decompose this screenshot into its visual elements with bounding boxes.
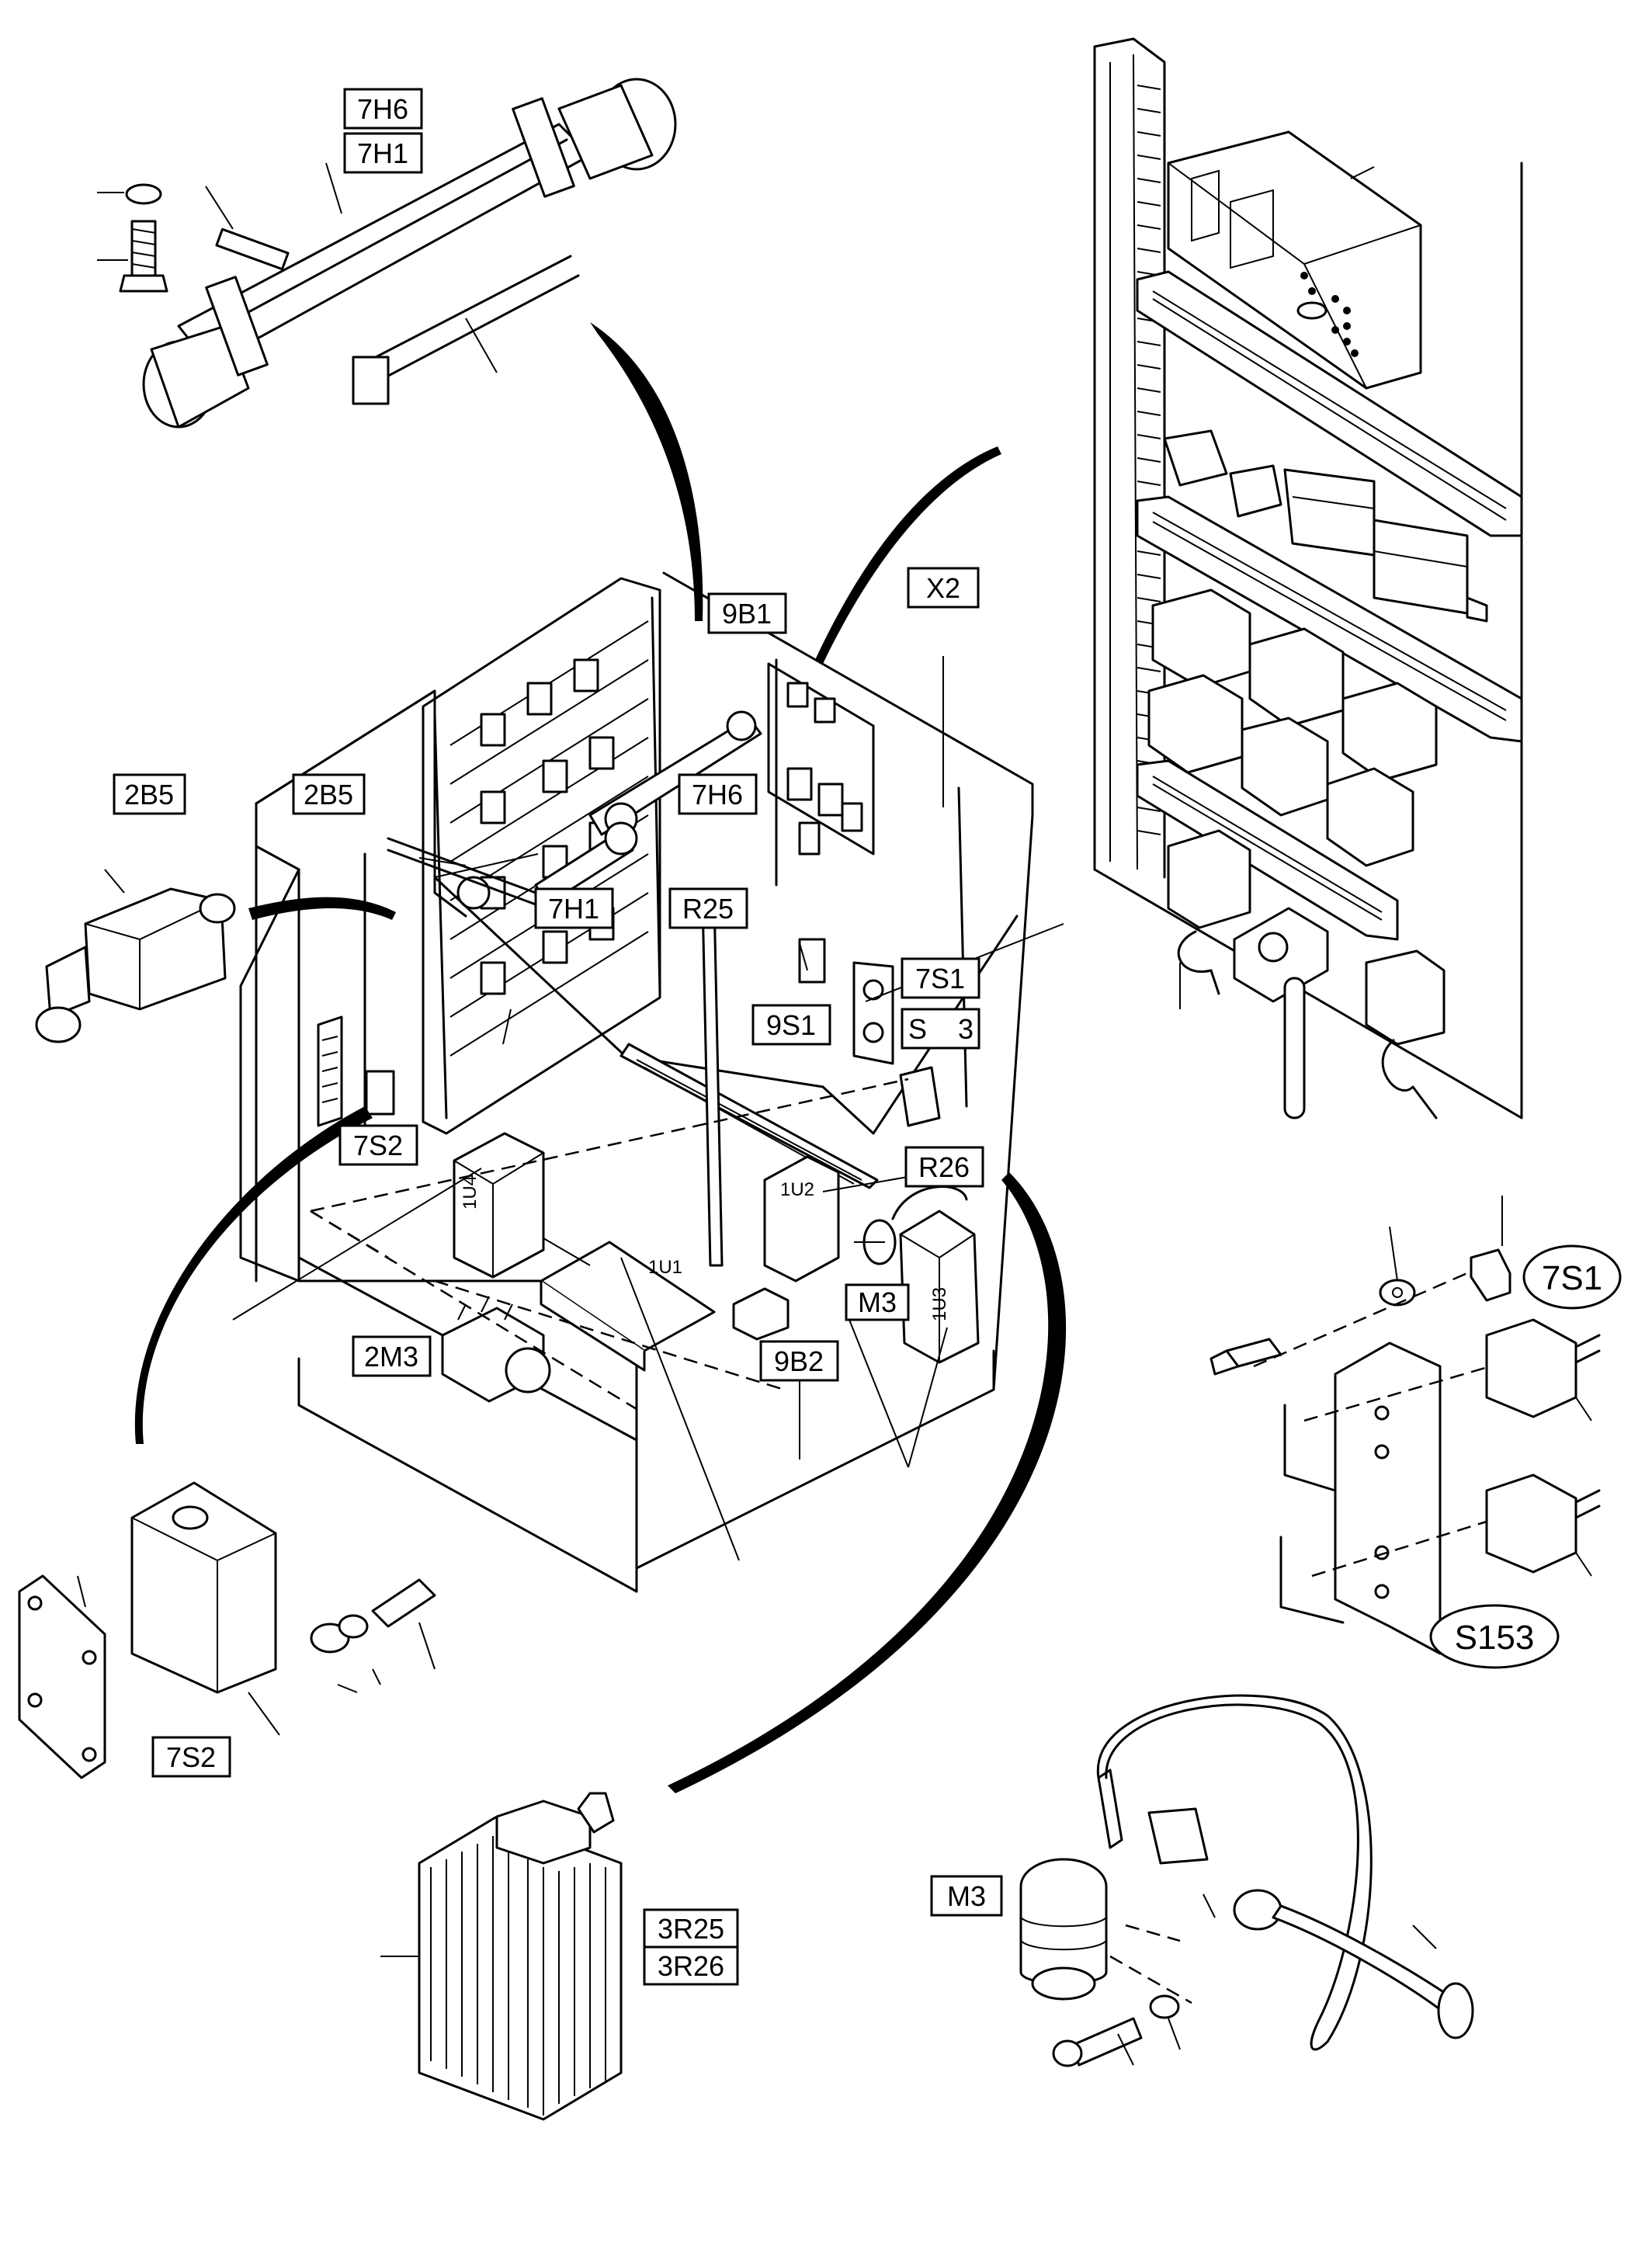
label-7h1-mid: 7H1 [534, 887, 614, 929]
label-9b2: 9B2 [759, 1340, 839, 1382]
svg-text:7S2: 7S2 [166, 1741, 216, 1773]
svg-text:X2: X2 [926, 572, 960, 604]
arrow-curve-left [248, 897, 396, 920]
svg-text:9B1: 9B1 [722, 598, 772, 630]
label-7h6-top: 7H6 [343, 88, 423, 130]
svg-text:7H1: 7H1 [357, 137, 408, 169]
arrow-curve-heatsink [668, 1172, 1067, 1793]
label-9b1: 9B1 [707, 592, 787, 634]
svg-text:M3: M3 [947, 1880, 986, 1912]
svg-text:R26: R26 [918, 1151, 970, 1183]
svg-text:7H1: 7H1 [548, 893, 599, 925]
arrow-curve-top [590, 322, 703, 621]
svg-text:7H6: 7H6 [357, 93, 408, 125]
label-s153-oval: S153 [1429, 1604, 1560, 1669]
label-3r26: 3R26 [643, 1945, 739, 1986]
svg-text:2B5: 2B5 [304, 779, 353, 810]
label-7s1-oval: 7S1 [1522, 1244, 1622, 1310]
label-7s2-mid: 7S2 [338, 1124, 418, 1166]
svg-text:3R26: 3R26 [658, 1950, 724, 1982]
main-cabinet [232, 571, 1064, 1593]
svg-text:2B5: 2B5 [124, 779, 174, 810]
svg-text:M3: M3 [858, 1286, 897, 1318]
label-7h1-top: 7H1 [343, 132, 423, 174]
part-label-1u4: 1U4 [460, 1175, 481, 1210]
label-x2: X2 [907, 567, 980, 609]
label-7h6-mid: 7H6 [678, 773, 758, 815]
label-r25: R25 [668, 887, 748, 929]
label-m3-bottom: M3 [930, 1875, 1003, 1917]
svg-text:9S1: 9S1 [766, 1009, 816, 1041]
switch-box-7s2 [18, 1481, 436, 1779]
arrow-curve-7s2 [134, 1106, 373, 1444]
svg-text:R25: R25 [682, 893, 734, 925]
label-m3-mid: M3 [845, 1283, 910, 1321]
svg-text:S153: S153 [1455, 1619, 1535, 1657]
label-r26: R26 [904, 1146, 984, 1188]
svg-text:7S1: 7S1 [915, 963, 965, 994]
part-label-1u2: 1U2 [780, 1179, 814, 1200]
tube-heater-assembly [97, 78, 677, 429]
svg-text:7S2: 7S2 [353, 1130, 403, 1161]
svg-text:7H6: 7H6 [692, 779, 743, 810]
heatsink-3r25 [380, 1792, 623, 2121]
label-7s1-mid: 7S1 [901, 957, 980, 999]
limit-switch-2b5 [35, 869, 236, 1043]
label-2b5-mid: 2B5 [292, 773, 366, 815]
svg-text:7S1: 7S1 [1542, 1259, 1602, 1297]
label-s-3: S 3 [901, 1008, 980, 1050]
svg-text:S 3: S 3 [908, 1013, 974, 1045]
pump-m3 [1019, 1694, 1474, 2067]
part-label-1u3: 1U3 [929, 1287, 950, 1321]
label-2b5-left: 2B5 [113, 773, 186, 815]
svg-text:9B2: 9B2 [774, 1345, 824, 1377]
control-panel-assembly [1093, 37, 1523, 1119]
svg-text:3R25: 3R25 [658, 1913, 724, 1945]
label-3r25: 3R25 [643, 1908, 739, 1949]
label-2m3: 2M3 [352, 1335, 432, 1377]
label-9s1: 9S1 [751, 1004, 831, 1046]
svg-text:2M3: 2M3 [364, 1341, 418, 1373]
label-7s2-bottom: 7S2 [151, 1736, 231, 1778]
pressure-switch-bracket [1210, 1196, 1601, 1655]
part-label-1u1: 1U1 [648, 1257, 682, 1278]
arrow-curve-x2 [815, 446, 1001, 664]
